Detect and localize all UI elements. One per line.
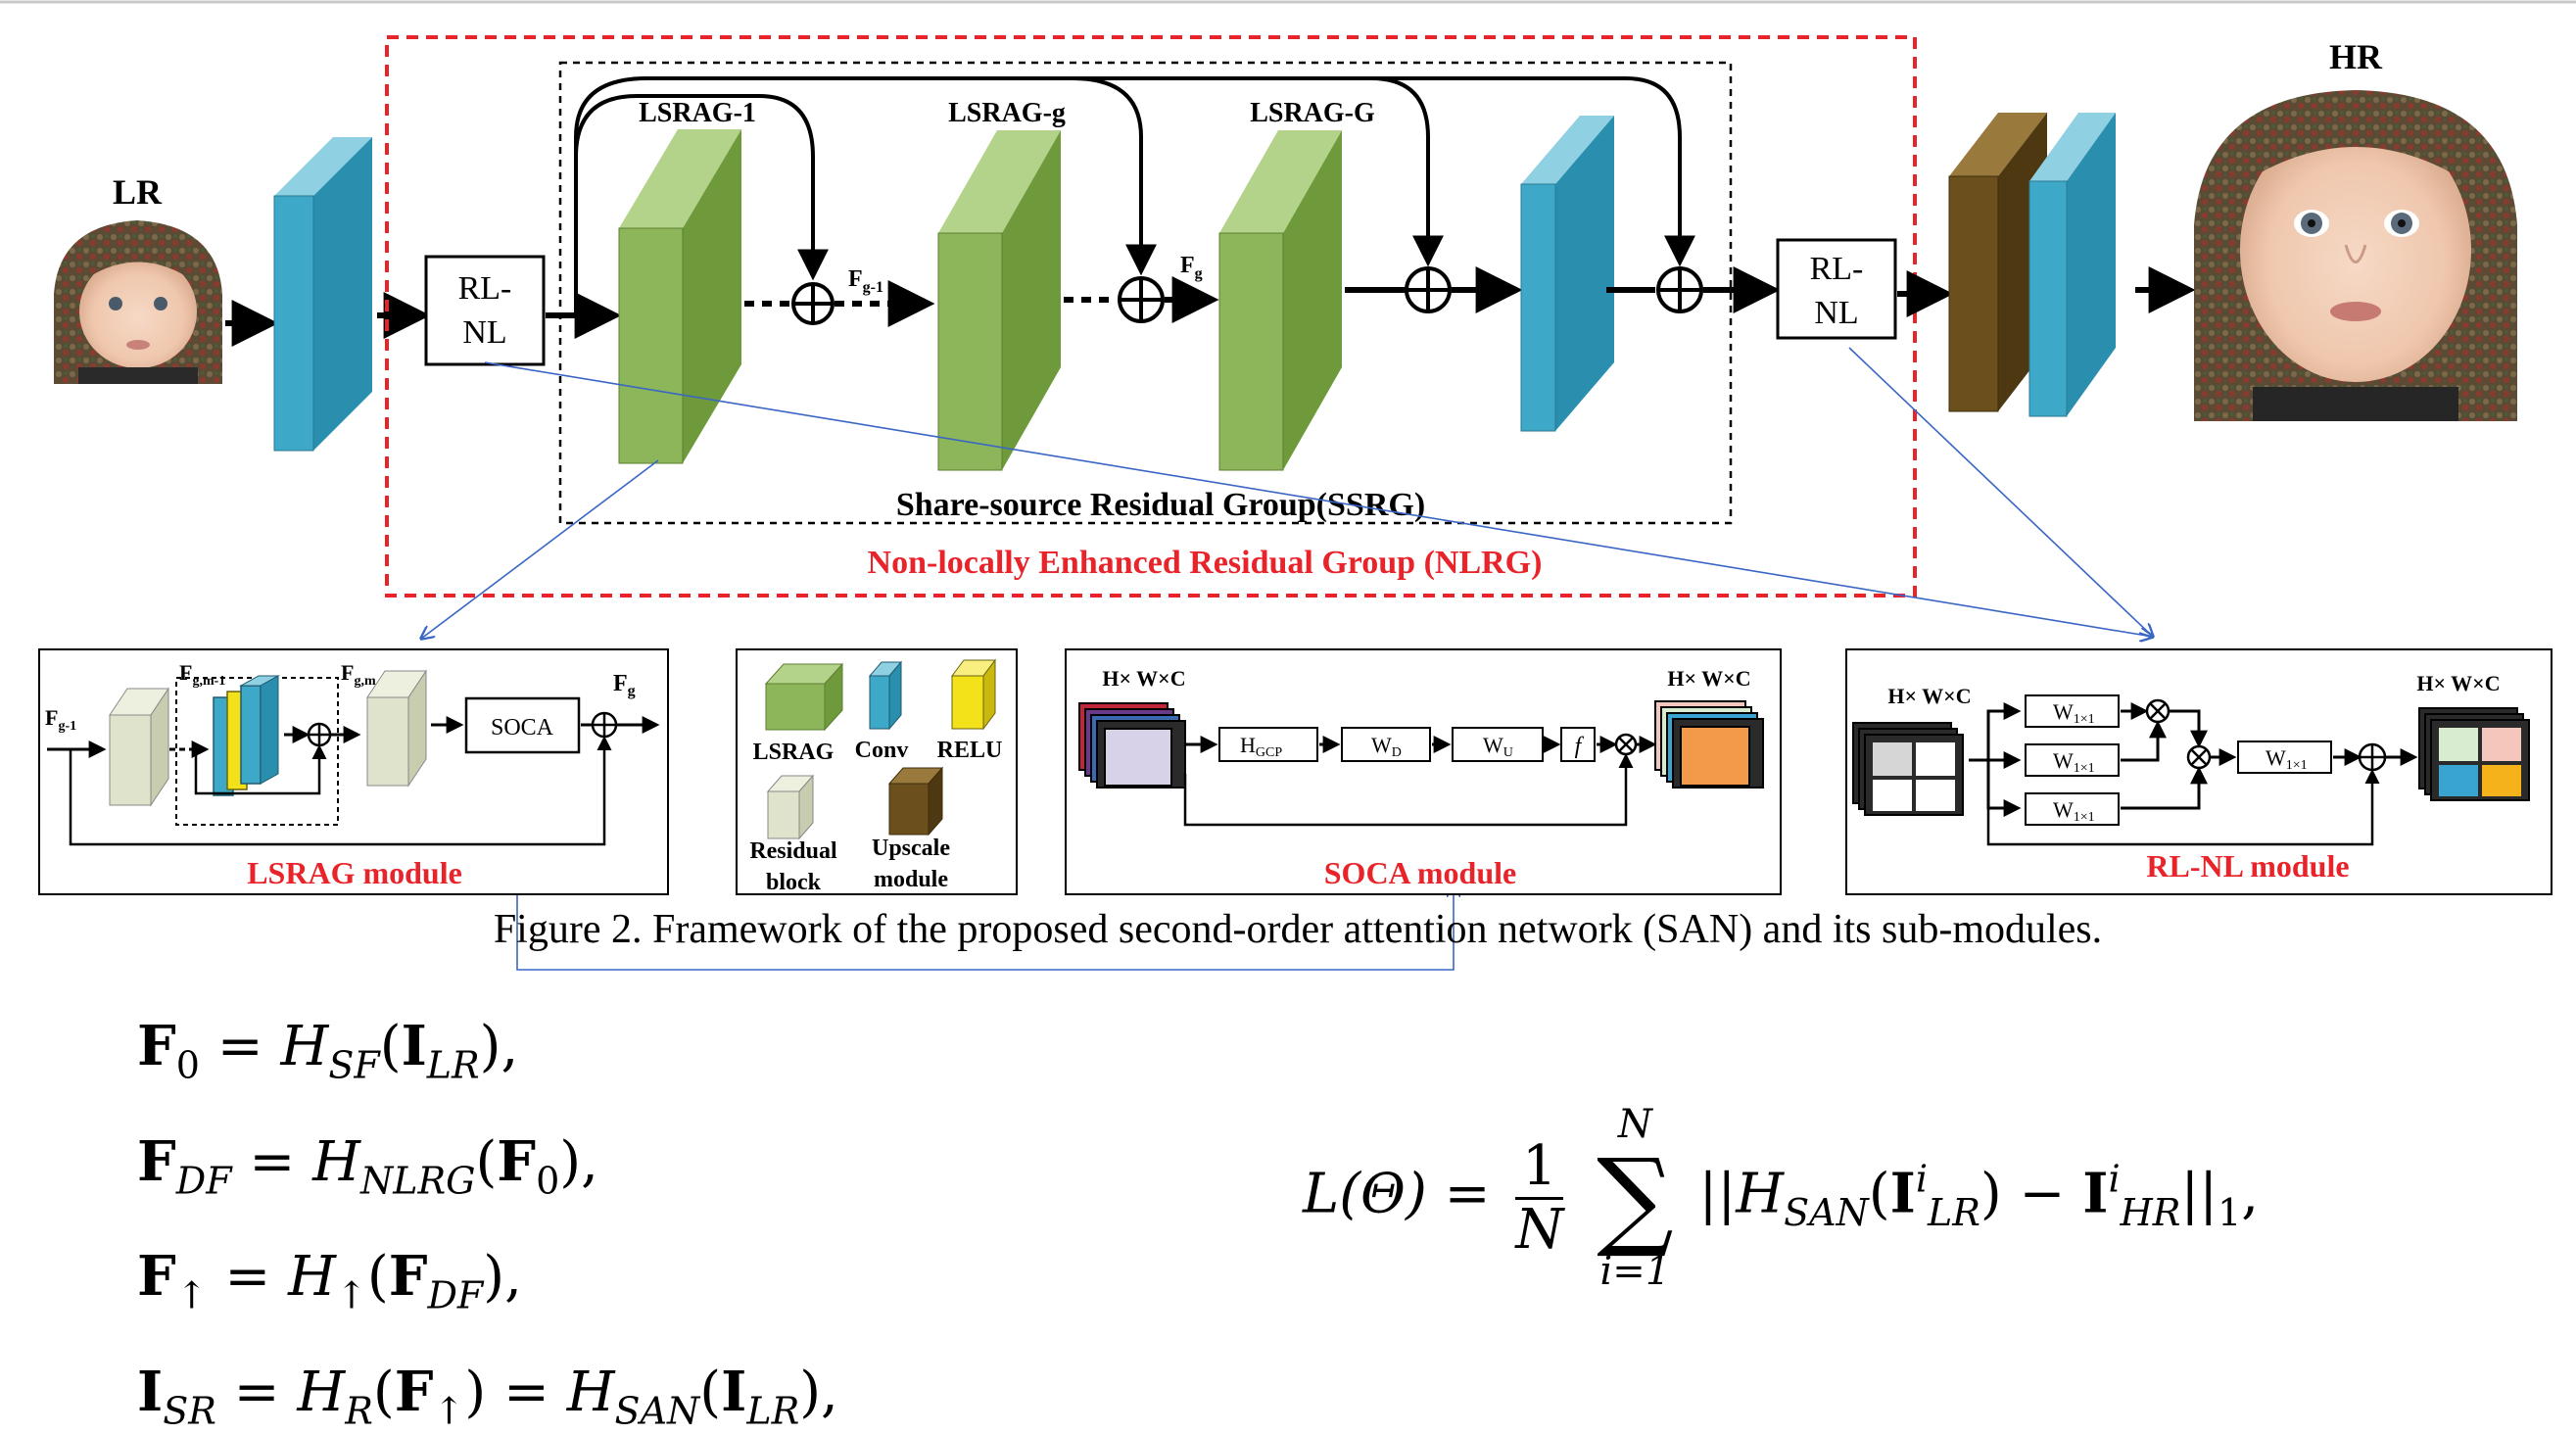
lsrag-out-label: Fg xyxy=(613,671,636,699)
residual-unit-stack xyxy=(213,675,280,796)
fgm-label: Fg,m xyxy=(341,660,376,689)
nlrg-label: Non-locally Enhanced Residual Group (NLR… xyxy=(868,545,1543,581)
rlnl-out-dims: H× W×C xyxy=(2416,671,2500,695)
conv-block-output xyxy=(2028,113,2116,417)
rlnl-block-right xyxy=(1776,238,1897,340)
rlnl-block-left xyxy=(424,255,546,366)
equation-isr: ISR = HR(F↑) = HSAN(ILR), xyxy=(137,1360,838,1433)
legend-residual-swatch xyxy=(766,774,815,840)
fg-label: Fg xyxy=(1180,253,1203,282)
equation-f0: F0 = HSF(ILR), xyxy=(137,1014,519,1087)
fgm1-label: Fg,m-1 xyxy=(179,660,225,689)
w1x1-top-label: W1×1 xyxy=(2053,699,2095,727)
conv-block-input xyxy=(273,137,372,452)
wu-label: WU xyxy=(1483,733,1513,760)
conv-block-ssrg xyxy=(1520,116,1614,432)
wd-label: WD xyxy=(1371,733,1402,760)
soca-input-stack xyxy=(1078,702,1186,789)
soca-box xyxy=(464,696,581,754)
rlnl-right-line1: RL- xyxy=(1810,251,1864,287)
legend-relu-swatch xyxy=(951,658,996,731)
lsrag-block-G xyxy=(1218,130,1342,471)
soca-in-dims: H× W×C xyxy=(1102,666,1185,691)
lsrag-g-label: LSRAG-g xyxy=(948,98,1066,128)
legend-residual-label-1: Residual xyxy=(749,838,837,864)
figure-caption: Figure 2. Framework of the proposed seco… xyxy=(494,907,2102,952)
lsrag-module-in-label: Fg-1 xyxy=(45,705,76,734)
soca-label: SOCA xyxy=(491,715,554,741)
hgcp-box xyxy=(1218,727,1318,762)
residual-block-1 xyxy=(109,687,169,807)
hr-label: HR xyxy=(2329,37,2383,76)
rlnl-left-line2: NL xyxy=(462,314,506,351)
w1x1-box-bot xyxy=(2025,792,2120,826)
legend-residual-label-2: block xyxy=(766,870,822,895)
f-label: f xyxy=(1575,734,1585,759)
rlnl-left-line1: RL- xyxy=(458,270,512,307)
legend-conv-swatch xyxy=(868,660,903,731)
equation-fup: F↑ = H↑(FDF), xyxy=(137,1244,522,1317)
equation-fdf: FDF = HNLRG(F0), xyxy=(137,1129,598,1203)
soca-output-stack xyxy=(1654,700,1764,789)
legend-relu-label: RELU xyxy=(937,738,1003,763)
residual-block-2 xyxy=(366,669,427,788)
lsrag-block-1 xyxy=(618,129,741,464)
rlnl-output-stack xyxy=(2418,707,2530,801)
loss-summation: N∑i=1 xyxy=(1597,1102,1674,1294)
lsrag-1-label: LSRAG-1 xyxy=(639,98,756,128)
hr-image xyxy=(2194,90,2517,421)
lr-label: LR xyxy=(113,172,163,212)
lsrag-block-g xyxy=(937,130,1061,471)
w1x1-box-mid xyxy=(2025,743,2120,777)
soca-out-dims: H× W×C xyxy=(1667,666,1750,691)
ssrg-label: Share-source Residual Group(SSRG) xyxy=(896,487,1425,523)
legend-lsrag-swatch xyxy=(764,662,844,732)
f-box xyxy=(1560,727,1596,762)
legend-lsrag-label: LSRAG xyxy=(753,740,835,765)
lr-image xyxy=(54,220,222,384)
w1x1-box-out xyxy=(2237,741,2332,774)
legend-upscale-swatch xyxy=(887,766,944,836)
legend-upscale-label-2: module xyxy=(874,867,948,892)
w1x1-mid-label: W1×1 xyxy=(2053,748,2095,776)
w1x1-bot-label: W1×1 xyxy=(2053,797,2095,825)
hgcp-label: HGCP xyxy=(1240,733,1282,760)
soca-module-title: SOCA module xyxy=(1324,855,1516,890)
legend-upscale-label-1: Upscale xyxy=(872,836,950,861)
rlnl-right-line2: NL xyxy=(1814,295,1858,331)
lsrag-module-title: LSRAG module xyxy=(247,855,462,890)
w1x1-out-label: W1×1 xyxy=(2266,745,2308,773)
rlnl-in-dims: H× W×C xyxy=(1887,684,1971,708)
legend-conv-label: Conv xyxy=(855,738,909,763)
rlnl-input-stack xyxy=(1852,722,1964,816)
rlnl-module-title: RL-NL module xyxy=(2146,848,2349,884)
fg-minus-1-label: Fg-1 xyxy=(848,266,883,296)
w1x1-box-top xyxy=(2025,694,2120,728)
lsrag-G-label: LSRAG-G xyxy=(1250,98,1375,128)
wu-box xyxy=(1452,727,1544,762)
wd-box xyxy=(1341,727,1431,762)
